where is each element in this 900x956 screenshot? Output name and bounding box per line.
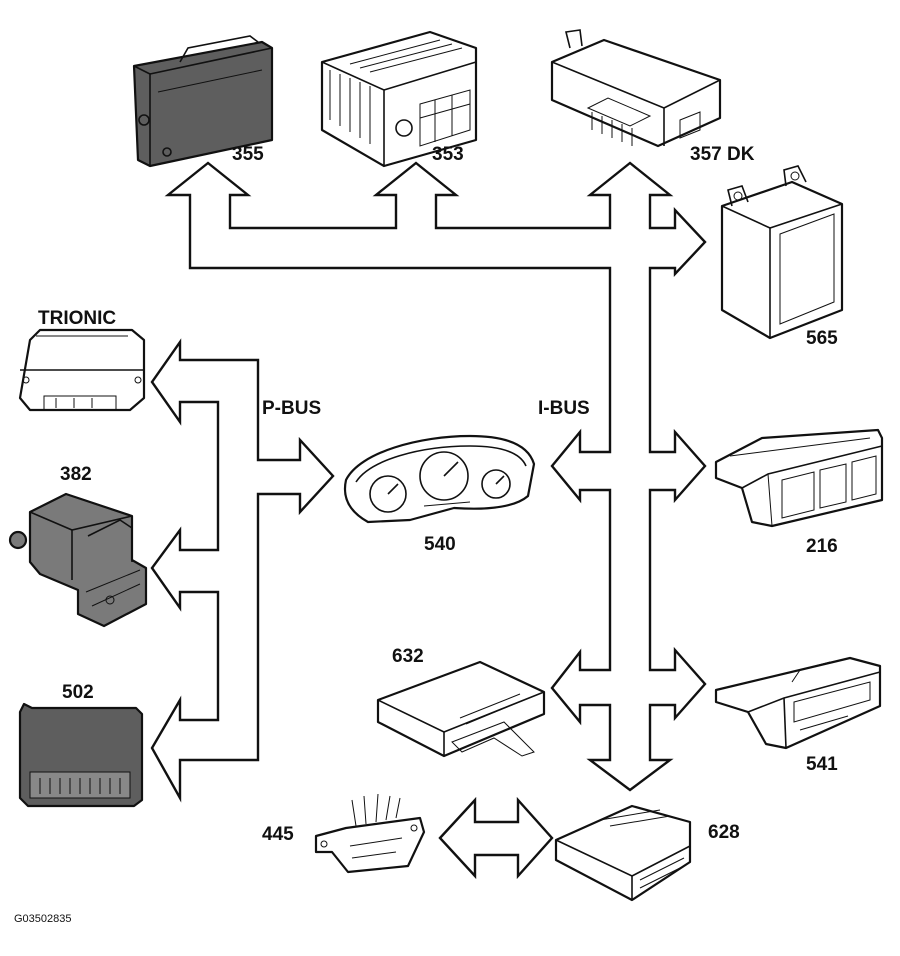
label-445: 445 [262, 824, 294, 845]
label-trionic: TRIONIC [38, 308, 116, 329]
label-628: 628 [708, 822, 740, 843]
label-541: 541 [806, 754, 838, 775]
label-i-bus: I-BUS [538, 398, 590, 419]
module-355-cd-changer [132, 35, 274, 168]
module-216-climate-control [714, 428, 884, 528]
label-565: 565 [806, 328, 838, 349]
label-355: 355 [232, 144, 264, 165]
label-353: 353 [432, 144, 464, 165]
p-bus-branch [150, 338, 335, 803]
module-382-abs [8, 492, 148, 628]
label-216: 216 [806, 536, 838, 557]
i-bus-top-branch [164, 161, 707, 792]
i-bus-arrows [164, 161, 707, 792]
module-565 [720, 165, 844, 340]
module-541-display [714, 656, 882, 750]
label-382: 382 [60, 464, 92, 485]
label-502: 502 [62, 682, 94, 703]
label-632: 632 [392, 646, 424, 667]
module-502 [18, 702, 144, 808]
module-540-instrument-cluster [343, 434, 536, 524]
module-353-radio [320, 30, 478, 168]
module-445-diagnostic-connector [314, 793, 426, 874]
diagnostic-link-arrow [438, 796, 554, 880]
label-357dk: 357 DK [690, 144, 755, 165]
label-540: 540 [424, 534, 456, 555]
module-632 [376, 660, 546, 758]
module-628 [554, 804, 692, 902]
label-p-bus: P-BUS [262, 398, 321, 419]
p-bus-arrows [150, 338, 335, 803]
figure-reference-code: G03502835 [14, 913, 72, 925]
module-trionic [18, 328, 146, 412]
module-357dk [550, 29, 722, 148]
